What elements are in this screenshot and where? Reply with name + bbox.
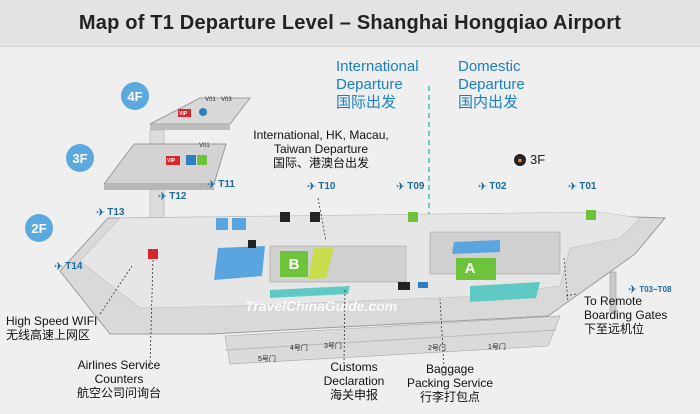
plane-icon: ✈ [54,261,64,273]
plane-icon: ✈ [396,181,406,193]
plane-icon: ✈ [478,181,488,193]
annotation-leaders [99,197,577,369]
door-4: 4号门 [290,345,308,352]
watermark: TravelChinaGuide.com [245,298,398,314]
door-2: 2号门 [428,345,446,352]
floor-2f-badge: 2F [25,214,53,242]
gate-t03-t08: ✈T03~T08 [628,284,672,296]
plane-icon: ✈ [158,191,168,203]
domestic-departure-header: Domestic Departure 国内出发 [458,58,525,112]
floor-3f-small-label: 3F [530,152,546,167]
zone-a-marker: A [460,258,480,278]
floor-4f-badge: 4F [121,82,149,110]
gate-t01: ✈T01 [568,181,597,193]
gate-t10: ✈T10 [307,181,336,193]
annotation-airlines: Airlines Service Counters 航空公司问询台 [76,358,161,400]
intl-departure-en2: Departure [336,76,403,93]
level-2f [59,210,667,335]
curb-strip [224,315,561,365]
plane-icon: ✈ [628,284,638,296]
title-banner: Map of T1 Departure Level – Shanghai Hon… [0,0,700,47]
plane-icon: ✈ [96,207,106,219]
domestic-departure-zh: 国内出发 [458,94,519,111]
food-icon: ● [514,153,526,166]
mark-v01b: V01 [199,143,210,149]
level-4f [149,97,252,130]
annotation-remote: To Remote Boarding Gates 下至远机位 [584,294,668,336]
zone-b-marker: B [284,254,304,274]
door-5: 5号门 [258,356,276,363]
plane-icon: ✈ [568,181,578,193]
level-3f [103,143,227,190]
gate-t12: ✈T12 [158,191,187,203]
gate-t02: ✈T02 [478,181,507,193]
gate-t13: ✈T13 [96,207,125,219]
plane-icon: ✈ [307,181,317,193]
gate-t11: ✈T11 [207,179,235,191]
annotation-intl-hk: International, HK, Macau, Taiwan Departu… [253,128,389,170]
gate-t09: ✈T09 [396,181,425,193]
mark-v01a: V01 [205,97,216,103]
gate-t14: ✈T14 [54,261,83,273]
door-3: 3号门 [324,343,342,350]
domestic-departure-en2: Departure [458,76,525,93]
intl-departure-en1: International [336,58,419,75]
intl-departure-header: International Departure 国际出发 [336,58,419,112]
door-1: 1号门 [488,344,506,351]
domestic-departure-en1: Domestic [458,58,521,75]
plane-icon: ✈ [207,179,217,191]
floor-3f-marker: ● 3F [514,152,545,167]
mark-vip-3f: VIP [167,158,176,164]
mark-v03: V03 [221,97,232,103]
mark-vip-4f: VIP [179,111,188,117]
floor-3f-badge: 3F [66,144,94,172]
map-title: Map of T1 Departure Level – Shanghai Hon… [78,11,622,34]
terminal-map: 4F 3F 2F V01 V03 V01 VIP VIP Internation… [0,46,700,414]
floor-plan [59,86,667,369]
annotation-customs: Customs Declaration 海关申报 [323,360,385,402]
intl-departure-zh: 国际出发 [336,94,397,111]
annotation-wifi: High Speed WIFI 无线高速上网区 [6,314,98,342]
annotation-baggage: Baggage Packing Service 行李打包点 [406,362,494,404]
